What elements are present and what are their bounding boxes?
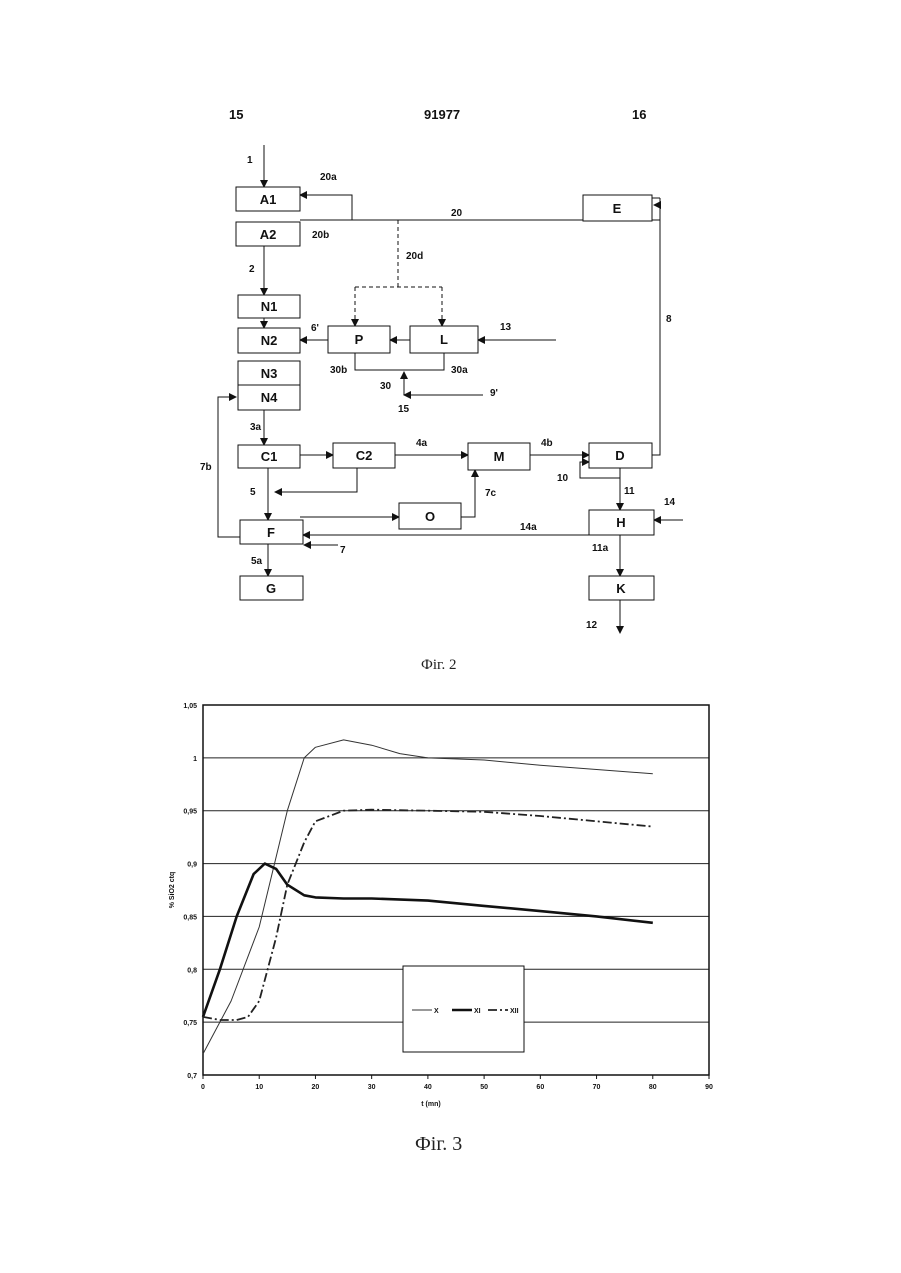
- x-tick-label: 90: [705, 1084, 713, 1091]
- label-N4: N4: [261, 390, 278, 405]
- legend-label-x: X: [434, 1008, 439, 1015]
- y-tick-label: 0,7: [187, 1073, 197, 1080]
- series-line-xi: [203, 864, 653, 1017]
- x-tick-label: 50: [480, 1084, 488, 1091]
- stream-label-14: 14: [664, 497, 676, 508]
- stream-20d-dashed: [355, 220, 442, 326]
- stream-label-8: 8: [666, 314, 672, 325]
- label-G: G: [266, 581, 276, 596]
- series-line-x: [203, 740, 653, 1054]
- label-A1: A1: [260, 192, 277, 207]
- stream-label-4b: 4b: [541, 438, 553, 449]
- x-tick-label: 20: [312, 1084, 320, 1091]
- y-tick-label: 1: [193, 756, 197, 763]
- x-tick-label: 0: [201, 1084, 205, 1091]
- stream-label-7: 7: [340, 545, 346, 556]
- stream-label-12: 12: [586, 620, 598, 631]
- stream-label-6p: 6': [311, 323, 319, 334]
- stream-label-30b: 30b: [330, 365, 347, 376]
- x-axis-label: t (mn): [421, 1101, 440, 1108]
- stream-label-30a: 30a: [451, 365, 468, 376]
- x-tick-label: 60: [536, 1084, 544, 1091]
- label-M: M: [494, 449, 505, 464]
- y-tick-label: 0,95: [183, 809, 197, 816]
- label-K: K: [616, 581, 626, 596]
- stream-label-11: 11: [624, 486, 635, 497]
- plot-area-frame: [203, 705, 709, 1075]
- chart-legend: X XI XII: [403, 966, 524, 1052]
- stream-label-20a: 20a: [320, 172, 337, 183]
- label-H: H: [616, 515, 625, 530]
- stream-label-20b: 20b: [312, 230, 329, 241]
- y-tick-label: 0,85: [183, 914, 197, 921]
- stream-label-20: 20: [451, 208, 463, 219]
- stream-label-7c: 7c: [485, 488, 497, 499]
- series-line-xii: [203, 810, 653, 1020]
- label-C1: C1: [261, 449, 278, 464]
- label-N2: N2: [261, 333, 278, 348]
- chart-series: [203, 740, 653, 1054]
- stream-label-2: 2: [249, 264, 255, 275]
- y-tick-label: 0,8: [187, 967, 197, 974]
- stream-label-15: 15: [398, 404, 410, 415]
- stream-label-13: 13: [500, 322, 512, 333]
- label-E: E: [613, 201, 622, 216]
- y-tick-label: 1,05: [183, 703, 197, 710]
- stream-label-11a: 11a: [592, 543, 609, 554]
- x-tick-labels: 0 10 20 30 40 50 60 70 80 90: [201, 1084, 713, 1091]
- stream-label-14a: 14a: [520, 522, 537, 533]
- legend-label-xii: XII: [510, 1008, 519, 1015]
- stream-label-4a: 4a: [416, 438, 428, 449]
- label-N1: N1: [261, 299, 278, 314]
- legend-box: [403, 966, 524, 1052]
- label-P: P: [355, 332, 364, 347]
- stream-label-20d: 20d: [406, 251, 423, 262]
- label-L: L: [440, 332, 448, 347]
- stream-label-9p: 9': [490, 388, 498, 399]
- stream-label-3a: 3a: [250, 422, 262, 433]
- chart-grid: [203, 758, 709, 1079]
- stream-label-7b: 7b: [200, 462, 212, 473]
- y-tick-label: 0,9: [187, 862, 197, 869]
- stream-label-30: 30: [380, 381, 392, 392]
- x-tick-label: 80: [649, 1084, 657, 1091]
- figure-2-caption: Фіг. 2: [421, 657, 456, 674]
- stream-label-10: 10: [557, 473, 569, 484]
- label-D: D: [615, 448, 624, 463]
- label-C2: C2: [356, 448, 373, 463]
- x-tick-label: 10: [255, 1084, 263, 1091]
- figure-3-caption: Фіг. 3: [415, 1133, 462, 1156]
- x-tick-label: 70: [593, 1084, 601, 1091]
- stream-label-5a: 5a: [251, 556, 263, 567]
- stream-label-5: 5: [250, 487, 256, 498]
- y-axis-label: % SiO2 ctq: [169, 872, 176, 909]
- y-tick-label: 0,75: [183, 1020, 197, 1027]
- label-F: F: [267, 525, 275, 540]
- label-O: O: [425, 509, 435, 524]
- legend-label-xi: XI: [474, 1008, 481, 1015]
- stream-label-1: 1: [247, 155, 253, 166]
- label-N3: N3: [261, 366, 278, 381]
- x-tick-label: 30: [368, 1084, 376, 1091]
- process-flow-diagram: A1 A2 E N1 N2 N3 N4 P L C1 C2 M D O F H …: [0, 0, 901, 650]
- x-tick-label: 40: [424, 1084, 432, 1091]
- label-A2: A2: [260, 227, 277, 242]
- y-tick-labels: 0,7 0,75 0,8 0,85 0,9 0,95 1 1,05: [183, 703, 197, 1080]
